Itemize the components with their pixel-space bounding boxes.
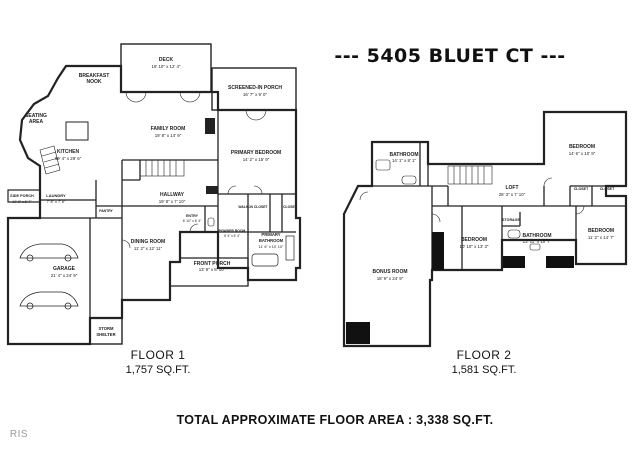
label-walkin-closet: WALK-IN CLOSET	[238, 205, 268, 209]
label-f2-storage: STORAGE	[502, 218, 520, 222]
kitchen-island	[65, 121, 89, 141]
label-side-porch: SIDE PORCH	[10, 194, 34, 198]
eave-block-bath-2	[546, 256, 574, 268]
floor2-door-swings	[359, 177, 585, 223]
label-family-room: FAMILY ROOM	[151, 126, 186, 132]
eave-block-bath-1	[503, 256, 525, 268]
dims-deck: 18' 10" x 12' 4"	[152, 64, 181, 69]
label-seating-2: AREA	[29, 119, 44, 125]
bath-a-sink	[375, 159, 391, 171]
stair-core	[206, 186, 218, 194]
label-storm-2: SHELTER	[96, 332, 115, 337]
dims-f2-bedroom-a: 14' 6" x 10' 9"	[569, 151, 596, 156]
dims-entry: 6' 10" x 6' 4"	[183, 219, 202, 223]
label-deck: DECK	[159, 57, 174, 63]
eave-block-bedroom	[432, 232, 444, 270]
dims-f2-bathroom-b: 13' 11" x 10' 7"	[523, 239, 552, 244]
label-dining-room: DINING ROOM	[131, 239, 165, 245]
label-breakfast-2: NOOK	[87, 79, 102, 85]
powder-toilet	[207, 217, 215, 227]
primary-bathtub	[251, 253, 279, 267]
dims-primary-bath: 11' 6" x 10' 10"	[259, 245, 284, 249]
floor2-area: 1,581 SQ.FT.	[451, 364, 517, 376]
label-primary-bath: PRIMARY	[261, 232, 280, 237]
label-breakfast: BREAKFAST	[79, 73, 110, 79]
dims-side-porch: 10' 8" x 5' 7"	[12, 200, 32, 204]
label-f2-bonus-room: BONUS ROOM	[373, 269, 408, 275]
dims-f2-bonus-room: 18' 9" x 24' 9"	[377, 276, 404, 281]
dims-front-porch: 13' 9" x 8' 10"	[199, 267, 226, 272]
dims-family-room: 19' 8" x 14' 9"	[155, 133, 182, 138]
primary-shower	[285, 235, 295, 261]
front-porch-outline	[169, 257, 249, 287]
label-front-porch: FRONT PORCH	[194, 261, 231, 267]
floor1-stairs	[139, 159, 185, 177]
label-primary-bath-2: BATHROOM	[259, 238, 284, 243]
label-storm: STORM	[98, 326, 114, 331]
label-primary-bedroom: PRIMARY BEDROOM	[231, 150, 281, 156]
floor2-stairs	[447, 165, 493, 185]
dims-dining-room: 11' 2" x 12' 11"	[134, 246, 163, 251]
dims-f2-bedroom-c: 11' 2" x 14' 7"	[588, 235, 615, 240]
dims-f2-bedroom-b: 10' 10" x 13' 3"	[460, 244, 489, 249]
label-f2-loft: LOFT	[505, 185, 518, 191]
dims-screened-porch: 16' 7" x 9' 0"	[243, 92, 268, 97]
label-f2-bedroom-b: BEDROOM	[461, 237, 487, 243]
label-closet-f1: CLOSET	[283, 205, 298, 209]
side-porch-outline	[7, 189, 41, 203]
bath-b-sink	[529, 243, 541, 251]
bath-b-tub	[507, 229, 521, 239]
label-f2-bedroom-c: BEDROOM	[588, 228, 614, 234]
property-title: --- 5405 BLUET CT ---	[334, 45, 566, 67]
floor1-back-stairs	[39, 145, 61, 175]
dims-primary-bedroom: 14' 2" x 15' 9"	[243, 157, 270, 162]
fireplace	[205, 118, 215, 134]
label-entry: ENTRY	[186, 214, 199, 218]
total-floor-area: TOTAL APPROXIMATE FLOOR AREA : 3,338 SQ.…	[176, 413, 494, 427]
floor1-door-swings	[121, 91, 267, 249]
floor1-caption: FLOOR 1 1,757 SQ.FT.	[98, 348, 218, 378]
floor2-name: FLOOR 2	[456, 348, 512, 362]
floor2-caption: FLOOR 2 1,581 SQ.FT.	[424, 348, 544, 378]
label-garage: GARAGE	[53, 266, 76, 272]
floor1-name: FLOOR 1	[130, 348, 186, 362]
watermark-logo: RIS	[0, 426, 38, 444]
dims-hallway: 19' 8" x 7' 10"	[159, 199, 186, 204]
label-f2-closet-1: CLOSET	[574, 187, 589, 191]
label-pantry: PANTRY	[99, 209, 113, 213]
label-kitchen: KITCHEN	[57, 149, 80, 155]
bath-a-tub	[401, 175, 417, 185]
storm-shelter-outline	[89, 317, 123, 345]
garage-cars	[19, 243, 79, 310]
label-f2-bedroom-a: BEDROOM	[569, 144, 595, 150]
label-seating: SEATING	[25, 113, 47, 119]
dims-garage: 21' 4" x 24' 9"	[51, 273, 78, 278]
label-hallway: HALLWAY	[160, 192, 185, 198]
label-f2-closet-2: CLOSET	[600, 187, 615, 191]
label-powder-room: POWDER ROOM	[219, 229, 246, 233]
dims-laundry: 7' 8" x 7' 6"	[47, 200, 66, 204]
label-laundry: LAUNDRY	[46, 193, 66, 198]
dims-f2-bathroom-a: 14' 1" x 8' 1"	[392, 158, 417, 163]
label-f2-bathroom-b: BATHROOM	[522, 233, 551, 239]
eave-block-bonus	[346, 322, 370, 344]
label-f2-bathroom-a: BATHROOM	[389, 152, 418, 158]
dims-f2-loft: 28' 3" x 7' 10"	[499, 192, 526, 197]
dims-powder-room: 6' 4" x 5' 4"	[224, 234, 240, 238]
dims-kitchen: 19' 4" x 29' 6"	[55, 156, 82, 161]
label-screened-porch: SCREENED-IN PORCH	[228, 85, 282, 91]
floor1-area: 1,757 SQ.FT.	[125, 364, 191, 376]
